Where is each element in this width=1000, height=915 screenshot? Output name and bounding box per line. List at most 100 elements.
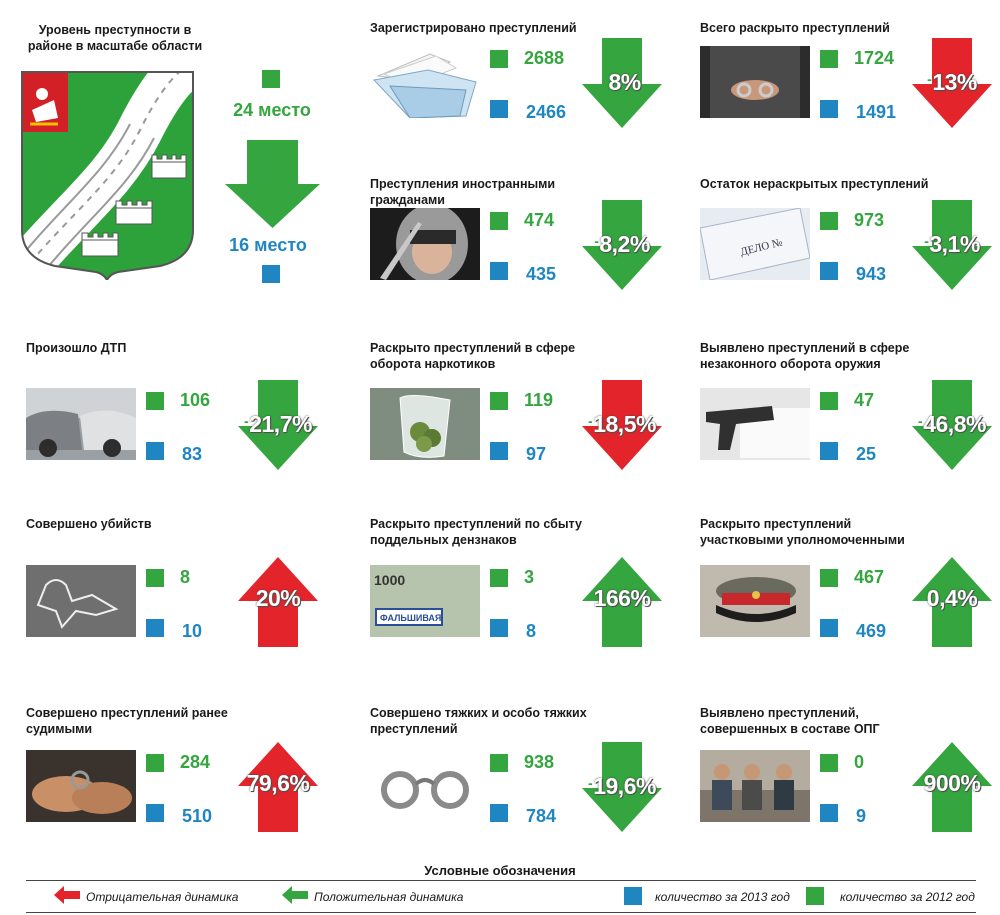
metric-title: Совершено преступлений ранее судимыми <box>26 706 228 736</box>
change-value: 3,1% <box>929 231 980 257</box>
arrow-up-icon <box>912 557 992 647</box>
handcuffs-image <box>370 750 480 822</box>
legend-divider-top <box>26 880 976 881</box>
police-cap-image <box>700 565 810 637</box>
positive-arrow-icon <box>282 886 308 904</box>
handcuffed-person-image <box>700 46 810 118</box>
legend-square-2012 <box>262 70 280 88</box>
arrow-down-icon <box>912 38 992 128</box>
legend-2012-label: количество за 2012 год <box>840 890 975 904</box>
svg-text:ФАЛЬШИВАЯ: ФАЛЬШИВАЯ <box>380 613 441 623</box>
tattooed-hands-image <box>26 750 136 822</box>
value-2013: 469 <box>856 621 887 641</box>
negative-arrow-icon <box>54 886 80 904</box>
value-2013-marker <box>820 442 838 460</box>
value-2012-marker <box>820 50 838 68</box>
change-value: 46,8% <box>923 411 986 437</box>
value-2013-marker <box>146 442 164 460</box>
value-2012-marker <box>820 212 838 230</box>
value-2012-marker <box>490 50 508 68</box>
change-percent: 166% <box>567 585 677 611</box>
arrow-up-icon <box>582 557 662 647</box>
change-value: 21,7% <box>249 411 312 437</box>
legend-square-2013 <box>262 265 280 283</box>
change-sign: - <box>588 413 593 429</box>
arrow-down-icon <box>238 380 318 470</box>
value-2012: 0 <box>854 752 865 772</box>
banknote-image: 1000 ФАЛЬШИВАЯ <box>370 565 480 637</box>
metric-title: Раскрыто преступлений в сфере оборота на… <box>370 341 576 371</box>
value-2012-marker <box>490 392 508 410</box>
arrow-up-icon <box>238 742 318 832</box>
value-2012: 973 <box>854 210 885 230</box>
drug-bag-image <box>370 388 480 460</box>
value-2012-marker <box>820 569 838 587</box>
value-2013-marker <box>490 619 508 637</box>
change-value: 18,5% <box>593 411 656 437</box>
change-percent: -18,5% <box>567 408 677 437</box>
arrow-up-icon <box>238 557 318 647</box>
value-2013-marker <box>490 100 508 118</box>
change-value: 19,6% <box>593 773 656 799</box>
change-percent: -19,6% <box>567 770 677 799</box>
change-value: 166% <box>593 585 651 611</box>
legend-divider-bottom <box>26 912 976 913</box>
value-2013-marker <box>490 262 508 280</box>
value-2013: 8 <box>526 621 537 641</box>
arrow-down-icon <box>912 380 992 470</box>
legend-title: Условные обозначения <box>424 863 576 878</box>
svg-text:1000: 1000 <box>374 572 405 588</box>
value-2013-marker <box>820 619 838 637</box>
value-2013: 97 <box>526 444 547 464</box>
value-2012-marker <box>820 754 838 772</box>
value-2012-marker <box>820 392 838 410</box>
change-sign: - <box>594 233 599 249</box>
region-title: Уровень преступности в районе в масштабе… <box>27 23 203 53</box>
value-2012-marker <box>490 212 508 230</box>
change-percent: -8,2% <box>567 228 677 257</box>
value-2012: 119 <box>524 390 554 410</box>
value-2012-marker <box>146 569 164 587</box>
arrow-down-icon <box>912 200 992 290</box>
value-2013: 1491 <box>856 102 897 122</box>
value-2013: 83 <box>182 444 203 464</box>
metric-title: Зарегистрировано преступлений <box>370 21 577 35</box>
value-2013-marker <box>490 804 508 822</box>
value-2013-marker <box>146 804 164 822</box>
arrested-group-image <box>700 750 810 822</box>
value-2012-marker <box>490 569 508 587</box>
change-percent: -8% <box>567 66 677 95</box>
legend-positive-label: Положительная динамика <box>314 890 464 904</box>
metric-title: Выявлено преступлений, совершенных в сос… <box>700 706 880 736</box>
change-percent: -3,1% <box>897 228 1000 257</box>
change-value: 900% <box>923 770 981 796</box>
change-value: 8,2% <box>599 231 650 257</box>
change-value: 8% <box>608 69 641 95</box>
metric-title: Раскрыто преступлений по сбыту поддельны… <box>370 517 582 547</box>
value-2013: 510 <box>182 806 213 826</box>
change-value: 13% <box>932 69 977 95</box>
value-2013-marker <box>820 100 838 118</box>
value-2013: 435 <box>526 264 557 284</box>
value-2013: 10 <box>182 621 203 641</box>
legend-negative-label: Отрицательная динамика <box>86 890 239 904</box>
metric-title: Совершено тяжких и особо тяжких преступл… <box>370 706 587 736</box>
rank-2012: 24 место <box>233 100 311 120</box>
rank-arrow-down-icon <box>225 140 320 228</box>
change-sign: - <box>924 233 929 249</box>
change-sign: - <box>588 775 593 791</box>
arrow-down-icon <box>582 38 662 128</box>
change-percent: -21,7% <box>223 408 333 437</box>
value-2012-marker <box>146 754 164 772</box>
value-2012: 3 <box>524 567 535 587</box>
value-2013-marker <box>820 262 838 280</box>
value-2013-marker <box>490 442 508 460</box>
change-percent: 900% <box>897 770 1000 796</box>
value-2012-marker <box>146 392 164 410</box>
metric-title: Преступления иностранными гражданами <box>370 177 556 207</box>
coat-of-arms-icon <box>21 71 194 280</box>
metric-title: Раскрыто преступлений участковыми уполно… <box>700 517 905 547</box>
value-2012: 467 <box>854 567 885 587</box>
change-sign: - <box>927 71 932 87</box>
value-2013: 9 <box>856 806 867 826</box>
